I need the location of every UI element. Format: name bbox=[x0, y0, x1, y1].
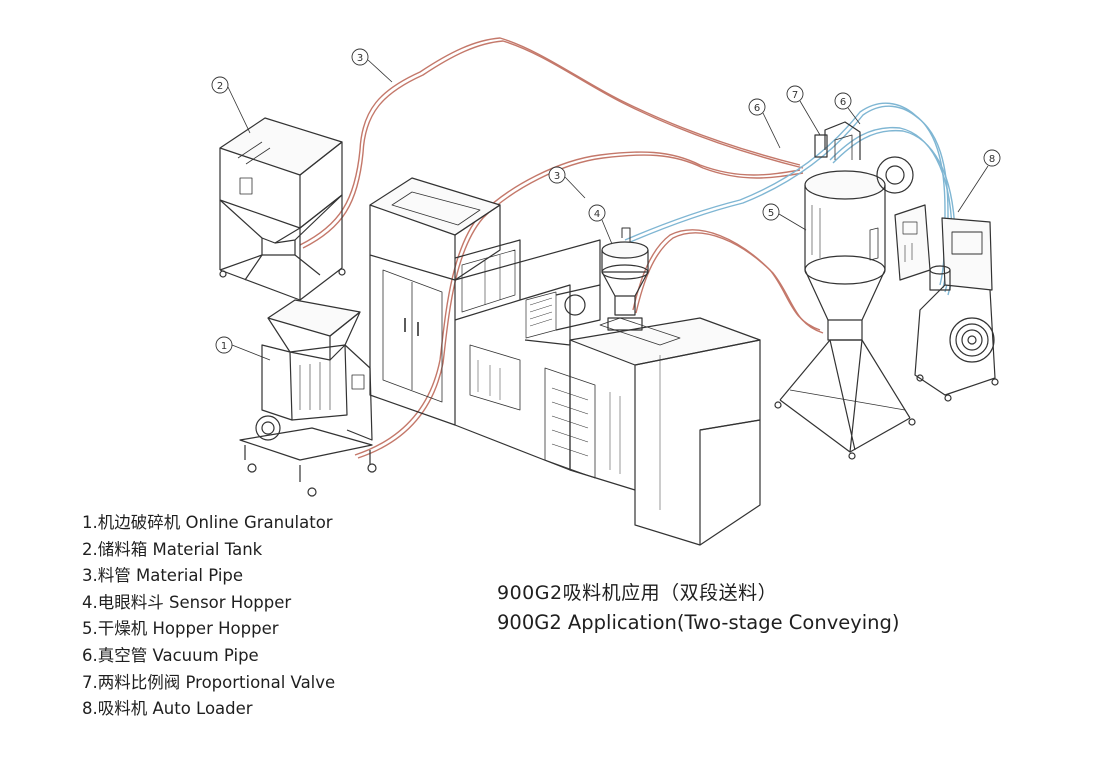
material-pipe-upper bbox=[299, 37, 801, 246]
injection-machine bbox=[369, 177, 601, 471]
vacuum-pipe-1b bbox=[627, 105, 949, 289]
callout-2: 2 bbox=[211, 76, 251, 134]
callout-label: 3 bbox=[357, 53, 363, 64]
caption-chinese: 900G2吸料机应用（双段送料） bbox=[497, 582, 778, 604]
callout-3-upper: 3 bbox=[351, 48, 393, 83]
legend-item-sensor-hopper: 4.电眼料斗 Sensor Hopper bbox=[82, 592, 292, 612]
callout-5: 5 bbox=[762, 203, 807, 231]
callout-label: 1 bbox=[221, 341, 227, 352]
callout-label: 7 bbox=[792, 90, 798, 101]
sensor-hopper bbox=[601, 227, 649, 331]
material-pipe-dryer-2 bbox=[635, 232, 824, 334]
callout-label: 5 bbox=[768, 208, 774, 219]
callout-4: 4 bbox=[588, 204, 613, 245]
diagram-caption: 900G2吸料机应用（双段送料） 900G2 Application(Two-s… bbox=[497, 578, 900, 638]
material-tank bbox=[219, 117, 346, 308]
callout-label: 2 bbox=[217, 81, 223, 92]
legend-item-material-pipe: 3.料管 Material Pipe bbox=[82, 566, 244, 586]
machine-base bbox=[544, 317, 761, 546]
material-pipe-upper-2 bbox=[302, 40, 804, 249]
material-pipes bbox=[299, 37, 824, 459]
callout-3-lower: 3 bbox=[548, 166, 586, 199]
callout-6-left: 6 bbox=[748, 98, 781, 149]
legend-item-auto-loader: 8.吸料机 Auto Loader bbox=[82, 699, 253, 719]
legend-item-proportional-valve: 7.两料比例阀 Proportional Valve bbox=[82, 672, 336, 692]
callout-label: 3 bbox=[554, 171, 560, 182]
line-art bbox=[219, 117, 999, 546]
hopper-dryer bbox=[774, 121, 916, 460]
material-pipe-lower-2 bbox=[357, 154, 804, 459]
callout-label: 8 bbox=[989, 154, 995, 165]
material-pipe-dryer bbox=[632, 229, 821, 331]
callout-label: 6 bbox=[754, 103, 760, 114]
vacuum-pipe-1 bbox=[624, 102, 946, 286]
legend-item-material-tank: 2.储料箱 Material Tank bbox=[82, 539, 263, 559]
caption-english: 900G2 Application(Two-stage Conveying) bbox=[497, 611, 900, 634]
legend-item-dryer: 5.干燥机 Hopper Hopper bbox=[82, 619, 279, 639]
callouts: 1 2 3 3 4 5 6 bbox=[211, 48, 1001, 361]
online-granulator bbox=[239, 299, 377, 497]
callout-6-right: 6 bbox=[834, 92, 861, 125]
callout-label: 4 bbox=[594, 209, 600, 220]
callout-label: 6 bbox=[840, 97, 846, 108]
auto-loader bbox=[894, 204, 999, 402]
callout-8: 8 bbox=[957, 149, 1001, 213]
legend: 1.机边破碎机 Online Granulator 2.储料箱 Material… bbox=[82, 510, 462, 723]
legend-item-vacuum-pipe: 6.真空管 Vacuum Pipe bbox=[82, 645, 259, 665]
material-pipe-lower bbox=[354, 151, 801, 456]
vacuum-pipe-2b bbox=[832, 129, 956, 296]
legend-item-granulator: 1.机边破碎机 Online Granulator bbox=[82, 513, 333, 532]
callout-1: 1 bbox=[215, 336, 271, 361]
callout-7: 7 bbox=[786, 85, 821, 136]
